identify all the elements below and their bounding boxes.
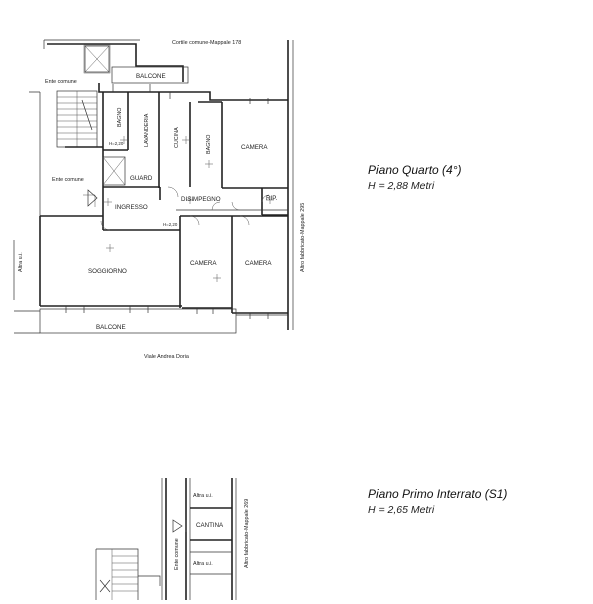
floor4-plan: Cortile comune-Mappale 178 Ente comune B… bbox=[13, 39, 306, 360]
altra-ui-bottom-s1-label: Altra u.i. bbox=[193, 561, 213, 567]
guardaroba-box bbox=[102, 156, 126, 186]
h220b-label: H=2,20 bbox=[163, 222, 178, 227]
cucina-label: CUCINA bbox=[174, 127, 180, 148]
soggiorno-label: SOGGIORNO bbox=[88, 268, 127, 275]
ente-comune-mid-label: Ente comune bbox=[52, 177, 84, 183]
altra-ui-top-s1-label: Altra u.i. bbox=[193, 493, 213, 499]
balcone-top-area bbox=[111, 66, 189, 84]
balcone-bottom-label: BALCONE bbox=[96, 324, 126, 331]
floorS1-plan: Altra u.i. CANTINA Altra u.i. Ente comun… bbox=[95, 478, 250, 600]
floor4-info: Piano Quarto (4°) H = 2,88 Metri bbox=[368, 163, 462, 192]
staircase-s1 bbox=[95, 548, 139, 600]
bagno2-label: BAGNO bbox=[206, 135, 212, 154]
guard-label: GUARD bbox=[130, 175, 153, 182]
viale-label: Viale Andrea Doria bbox=[144, 354, 189, 360]
lavanderia-label: LAVANDERIA bbox=[144, 113, 150, 147]
floorS1-height: H = 2,65 Metri bbox=[368, 504, 435, 516]
elevator-shaft bbox=[84, 45, 110, 73]
floor4-height: H = 2,88 Metri bbox=[368, 180, 435, 192]
balcone-bottom-area bbox=[39, 308, 237, 334]
altro-fabbricato-4-label: Altro fabbricato-Mappale 295 bbox=[300, 203, 306, 272]
cantina-label: CANTINA bbox=[196, 522, 224, 529]
bagno1-label: BAGNO bbox=[117, 108, 123, 127]
ingresso-label: INGRESSO bbox=[115, 204, 148, 211]
altro-fabbricato-s1-label: Altro fabbricato-Mappale 269 bbox=[244, 499, 250, 568]
disimpegno-label: DISIMPEGNO bbox=[181, 196, 221, 203]
camera3-label: CAMERA bbox=[245, 260, 272, 267]
floor4-title: Piano Quarto (4°) bbox=[368, 163, 462, 177]
camera1-label: CAMERA bbox=[241, 144, 268, 151]
staircase-4 bbox=[56, 90, 98, 148]
ente-comune-s1-label: Ente comune bbox=[174, 538, 180, 570]
rip-label: RIP. bbox=[266, 195, 278, 202]
cortile-label: Cortile comune-Mappale 178 bbox=[172, 40, 241, 46]
floorS1-info: Piano Primo Interrato (S1) H = 2,65 Metr… bbox=[368, 487, 507, 516]
floorS1-title: Piano Primo Interrato (S1) bbox=[368, 487, 508, 501]
camera2-label: CAMERA bbox=[190, 260, 217, 267]
ente-comune-top-label: Ente comune bbox=[45, 79, 77, 85]
h220a-label: H=2,20 bbox=[109, 141, 124, 146]
balcone-top-label: BALCONE bbox=[136, 73, 166, 80]
altra-ui-label: Altra u.i. bbox=[18, 252, 24, 272]
